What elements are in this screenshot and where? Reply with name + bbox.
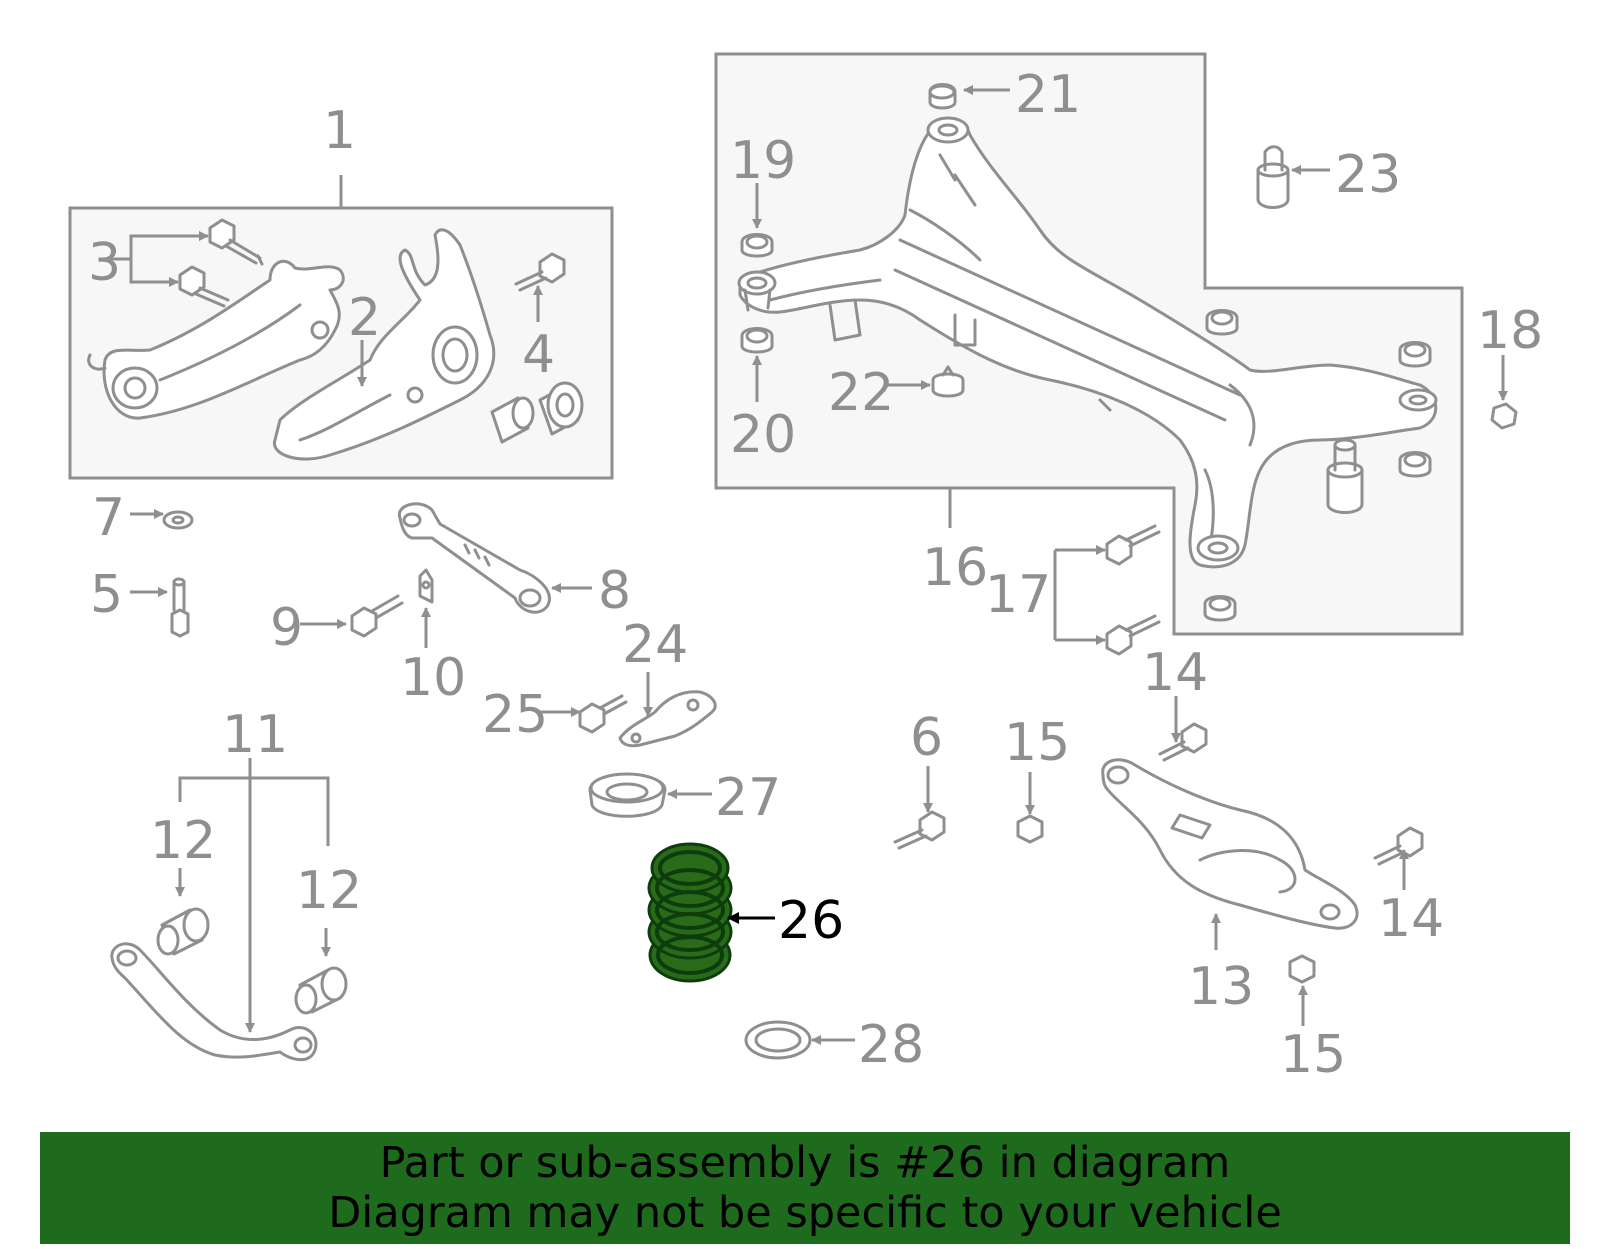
coil-spring-26 [647, 842, 733, 983]
lateral-link-8 [397, 502, 551, 614]
callout-12a: 12 [150, 811, 216, 871]
callout-25: 25 [482, 685, 548, 745]
banner-line-2: Diagram may not be specific to your vehi… [328, 1188, 1282, 1238]
callout-28: 28 [858, 1015, 924, 1075]
plate-10 [418, 568, 434, 604]
callout-24: 24 [622, 615, 688, 675]
nut-15a [1016, 814, 1044, 844]
trailing-arm [87, 259, 345, 420]
callout-16: 16 [922, 538, 988, 598]
spring-seat-27 [588, 772, 667, 818]
callout-27: 27 [715, 768, 781, 828]
callout-17: 17 [985, 565, 1051, 625]
insulator-box16-b [1398, 341, 1432, 368]
nut-15b [1288, 954, 1316, 984]
bracket-24 [618, 690, 717, 748]
insulator-22 [931, 365, 965, 398]
insulator-19 [740, 233, 774, 258]
insulator-box16-c [1398, 451, 1432, 478]
insulator-20 [740, 327, 774, 354]
callout-2: 2 [348, 288, 381, 348]
callout-20: 20 [730, 405, 796, 465]
insulator-box16-d [1203, 595, 1237, 622]
callout-15a: 15 [1004, 713, 1070, 773]
callout-18: 18 [1477, 301, 1543, 361]
callout-4: 4 [522, 325, 555, 385]
callout-15b: 15 [1280, 1025, 1346, 1085]
spring-seat-28 [744, 1020, 812, 1060]
bolt-17a [1105, 524, 1161, 566]
info-banner: Part or sub-assembly is #26 in diagram D… [40, 1132, 1570, 1244]
upper-arm-11 [110, 942, 318, 1062]
insulator-box16-a [1205, 309, 1239, 336]
callout-7: 7 [92, 488, 125, 548]
bolt-6 [893, 810, 946, 850]
callout-22: 22 [828, 363, 894, 423]
bushing-small [490, 396, 535, 444]
callout-14a: 14 [1142, 643, 1208, 703]
bolt-4 [514, 252, 566, 292]
bolt-14b [1373, 826, 1424, 866]
callout-5: 5 [90, 565, 123, 625]
callout-8: 8 [598, 561, 631, 621]
callout-21: 21 [1015, 65, 1081, 125]
knuckle [273, 228, 496, 461]
callout-9: 9 [270, 598, 303, 658]
bolt-25 [578, 694, 628, 734]
bolt-14a [1158, 722, 1208, 762]
subframe [737, 116, 1438, 569]
banner-line-1: Part or sub-assembly is #26 in diagram [379, 1138, 1231, 1188]
callout-19: 19 [730, 131, 796, 191]
bushing-large [538, 381, 584, 436]
callout-10: 10 [400, 648, 466, 708]
bolt-3b [178, 265, 230, 308]
callout-6: 6 [910, 708, 943, 768]
bolt-5 [170, 577, 190, 638]
callout-1: 1 [323, 101, 356, 161]
bump-stop-23 [1256, 145, 1290, 209]
callout-23: 23 [1335, 145, 1401, 205]
nut-21 [928, 83, 957, 110]
washer-7 [162, 510, 194, 530]
bushing-12a [156, 907, 210, 956]
callout-14b: 14 [1378, 889, 1444, 949]
lower-arm-13 [1101, 758, 1359, 930]
callout-13: 13 [1188, 957, 1254, 1017]
nut-18 [1490, 402, 1518, 430]
bolt-9 [350, 594, 404, 638]
bolt-17b [1105, 614, 1161, 656]
bolt-3a [208, 218, 264, 266]
bushing-12b [294, 966, 348, 1015]
callout-12b: 12 [296, 861, 362, 921]
callout-11: 11 [222, 705, 288, 765]
callout-3: 3 [88, 233, 121, 293]
callout-26: 26 [778, 891, 844, 951]
